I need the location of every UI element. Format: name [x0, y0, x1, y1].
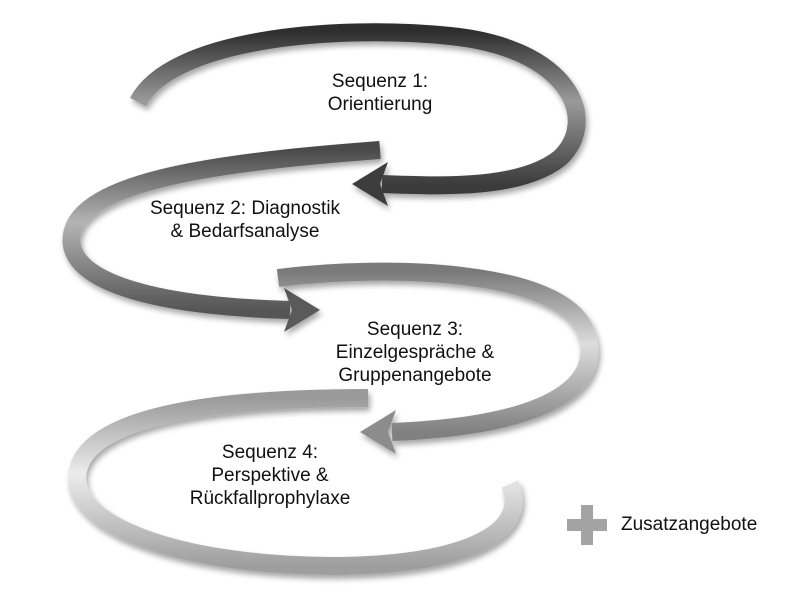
legend: Zusatzangebote: [567, 505, 757, 545]
sequence-3-line-1: Sequenz 3:: [366, 319, 464, 340]
sequence-3-label: Sequenz 3: Einzelgespräche & Gruppenange…: [315, 318, 515, 387]
legend-label: Zusatzangebote: [621, 514, 758, 535]
sequence-3-line-3: Gruppenangebote: [338, 365, 492, 386]
arrow-sequence-3: [276, 262, 599, 454]
arrow-sequence-4: [68, 389, 523, 576]
sequence-2-line-2: & Bedarfsanalyse: [170, 221, 320, 242]
sequence-3-line-2: Einzelgespräche &: [335, 342, 495, 363]
sequence-1-label: Sequenz 1: Orientierung: [280, 70, 480, 116]
sequence-4-line-3: Rückfallprophylaxe: [189, 488, 351, 509]
sequence-2-label: Sequenz 2: Diagnostik & Bedarfsanalyse: [115, 197, 375, 243]
sequence-4-line-1: Sequenz 4:: [221, 442, 319, 463]
sequence-1-line-2: Orientierung: [327, 94, 433, 115]
sequence-4-line-2: Perspektive &: [211, 465, 329, 486]
plus-icon: [567, 505, 607, 545]
sequence-2-line-1: Sequenz 2: Diagnostik: [149, 198, 341, 219]
arrow-sequence-2: [62, 141, 381, 332]
sequence-1-line-1: Sequenz 1:: [331, 71, 429, 92]
arrow-sequence-1: [130, 23, 586, 206]
sequence-4-label: Sequenz 4: Perspektive & Rückfallprophyl…: [160, 441, 380, 510]
